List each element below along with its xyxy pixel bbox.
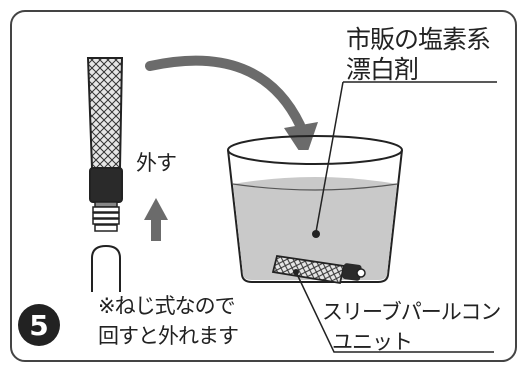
- note-line1: ※ねじ式なので: [98, 294, 236, 318]
- sleeve-unit-removed: [86, 57, 124, 232]
- unit-label-line2: ユニット: [332, 330, 413, 354]
- up-arrow-icon: [144, 198, 168, 241]
- bleach-label-line1: 市販の塩素系: [346, 25, 491, 54]
- cup: [227, 135, 403, 285]
- note-line2: 回すと外れます: [98, 324, 239, 348]
- leader-unit: [293, 269, 494, 353]
- socket-fixture: [91, 244, 121, 292]
- sleeve-unit-submerged: [271, 254, 366, 285]
- unit-label-line1: スリーブパールコン: [322, 300, 501, 324]
- bleach-label-line2: 漂白剤: [346, 55, 419, 84]
- leader-bleach: [312, 81, 497, 238]
- remove-label: 外す: [136, 151, 177, 175]
- curved-arrow-icon: [145, 55, 318, 160]
- step-number-badge: 5: [18, 304, 60, 346]
- bleach-liquid: [233, 177, 397, 280]
